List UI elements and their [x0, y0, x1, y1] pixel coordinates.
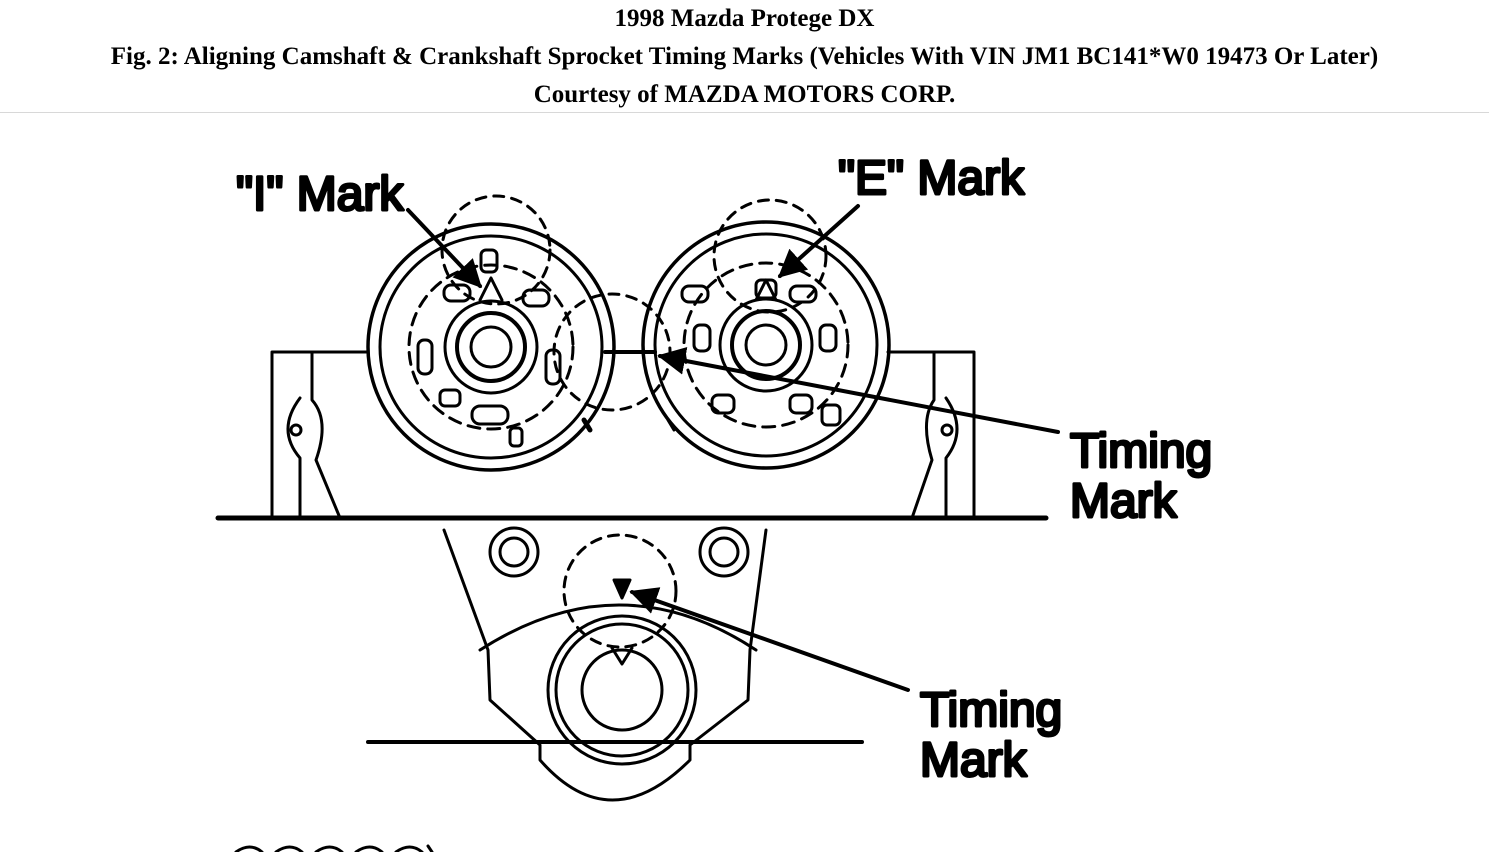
front-cover	[366, 526, 864, 802]
courtesy-line: Courtesy of MAZDA MOTORS CORP.	[533, 81, 956, 108]
part-number-fragment	[234, 844, 434, 854]
cylinder-head	[215, 350, 1049, 521]
exhaust-sprocket-slots	[680, 278, 842, 427]
e-mark-label: "E" Mark	[838, 152, 1025, 205]
i-mark-notch	[478, 276, 504, 302]
e-mark-notch	[754, 278, 778, 302]
cam-timing-mark-label-line2: Mark	[1070, 475, 1178, 528]
leader-arrows	[406, 204, 1060, 692]
intake-camshaft-sprocket	[366, 194, 616, 472]
intake-sprocket-slots	[416, 248, 562, 448]
exhaust-camshaft-sprocket	[641, 198, 891, 470]
crankshaft-sprocket	[546, 533, 698, 766]
cam-timing-mark-label-line1: Timing	[1070, 425, 1212, 478]
figure-caption: Fig. 2: Aligning Camshaft & Crankshaft S…	[110, 43, 1379, 70]
page-header: 1998 Mazda Protege DX Fig. 2: Aligning C…	[0, 0, 1489, 113]
crank-timing-mark-label-line2: Mark	[920, 734, 1028, 787]
crank-timing-notch	[612, 578, 632, 600]
i-mark-label: "I" Mark	[236, 168, 404, 221]
timing-diagram: "I" Mark "E" Mark Timing Mark Timing Mar…	[0, 112, 1489, 854]
intake-timing-notch	[581, 417, 593, 433]
vehicle-title: 1998 Mazda Protege DX	[614, 5, 875, 32]
crank-timing-mark-label-line1: Timing	[920, 684, 1062, 737]
